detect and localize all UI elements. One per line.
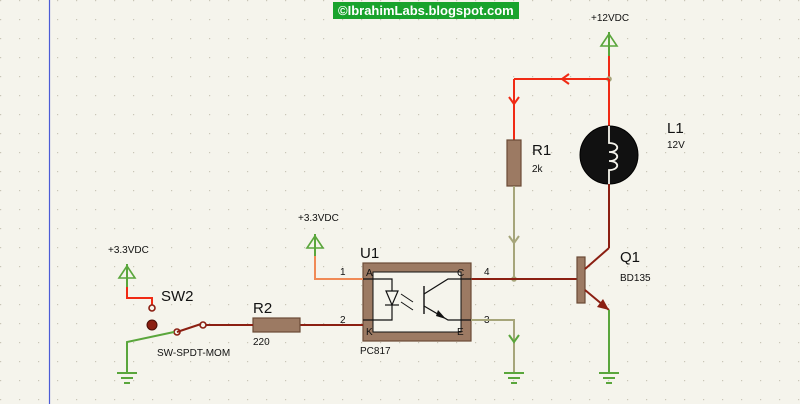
power-label-12v: +12VDC (591, 13, 629, 24)
power-terminal-12v[interactable]: +12VDC (591, 13, 629, 56)
current-arrow-left (560, 73, 570, 85)
transistor-q1[interactable]: Q1 BD135 (576, 247, 651, 311)
power-label-3v3-u1: +3.3VDC (298, 213, 339, 224)
r2-value-label: 220 (253, 337, 270, 348)
power-label-3v3-sw: +3.3VDC (108, 245, 149, 256)
current-arrow-down-r1 (508, 96, 520, 106)
pin1-label: 1 (340, 267, 346, 278)
ground-symbol-u1 (504, 372, 524, 384)
cathode-label: K (366, 327, 373, 338)
optocoupler-u1[interactable]: A K C E U1 PC817 (360, 245, 472, 357)
anode-label: A (366, 268, 373, 279)
lamp-ref-label: L1 (667, 120, 684, 137)
resistor-r2[interactable] (252, 317, 301, 333)
collector-label: C (457, 268, 464, 279)
r2-ref-label: R2 (253, 300, 272, 317)
pin4-label: 4 (484, 267, 490, 278)
q1-ref-label: Q1 (620, 249, 640, 266)
u1-value-label: PC817 (360, 346, 391, 357)
u1-ref-label: U1 (360, 245, 379, 262)
wire-switch-to-gnd (126, 331, 175, 373)
switch-value-label: SW-SPDT-MOM (157, 348, 230, 359)
wire-3v3-to-pin1 (314, 256, 363, 280)
q1-value-label: BD135 (620, 273, 651, 284)
resistor-r1[interactable] (506, 139, 522, 187)
watermark-label: ©IbrahimLabs.blogspot.com (333, 2, 519, 19)
current-arrow-down-base (508, 235, 520, 245)
pin2-label: 2 (340, 315, 346, 326)
switch-sw2[interactable]: SW2 SW-SPDT-MOM (146, 288, 230, 359)
ground-symbol-q1 (599, 372, 619, 384)
lamp-value-label: 12V (667, 140, 685, 151)
emitter-label: E (457, 327, 464, 338)
wire-pin3-to-gnd (471, 319, 515, 373)
ground-symbol-sw (117, 372, 137, 384)
wire-3v3-to-switch (126, 287, 153, 305)
power-terminal-3v3-sw[interactable]: +3.3VDC (108, 245, 149, 287)
r1-value-label: 2k (532, 164, 544, 175)
current-arrow-down-emitter (508, 334, 520, 344)
switch-ref-label: SW2 (161, 288, 194, 305)
r1-ref-label: R1 (532, 142, 551, 159)
power-terminal-3v3-u1[interactable]: +3.3VDC (298, 213, 339, 256)
